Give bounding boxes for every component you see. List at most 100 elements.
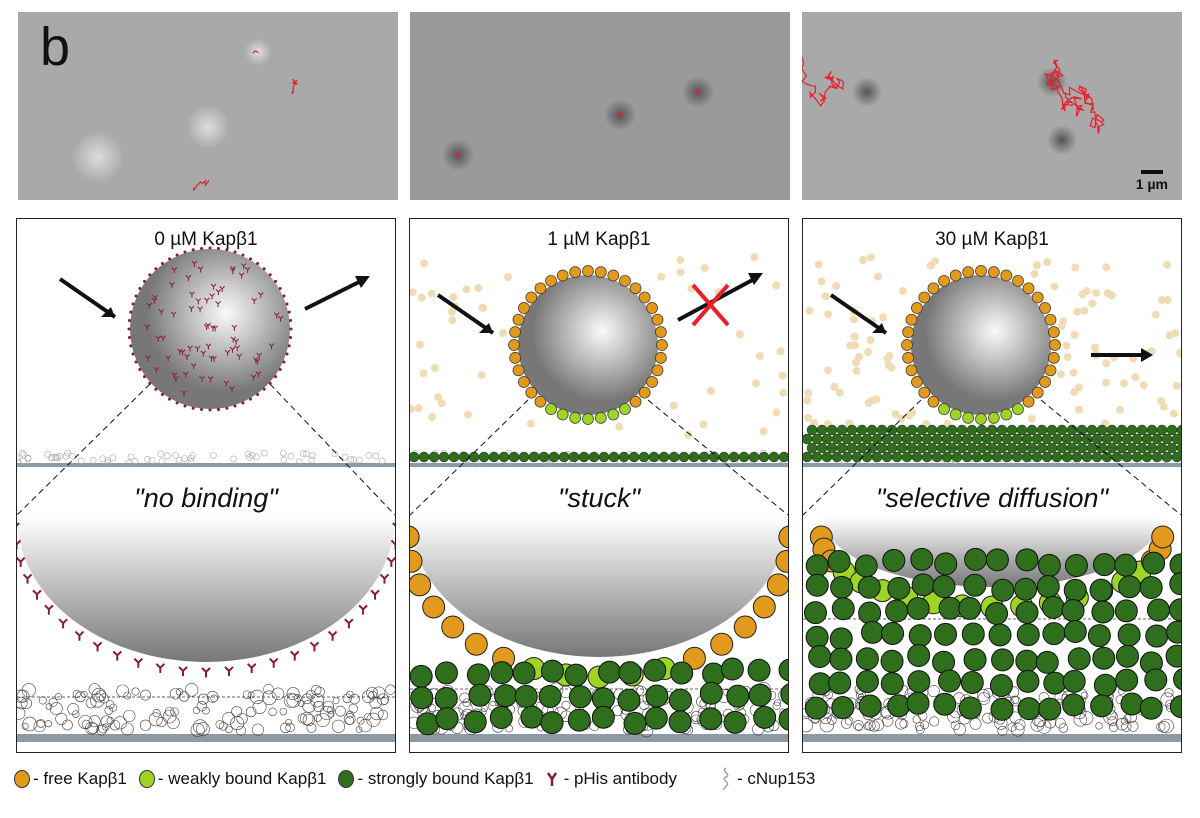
strongly-bound-kapb1 xyxy=(435,707,459,731)
strongly-bound-kapb1 xyxy=(1091,433,1103,445)
free-kapb1 xyxy=(629,282,642,295)
ph-antibody xyxy=(165,355,171,362)
strongly-bound-kapb1 xyxy=(1091,600,1115,624)
cnup153 xyxy=(262,690,277,705)
ph-antibody xyxy=(209,293,215,300)
panel-title: 0 µM Kapβ1 xyxy=(154,229,258,250)
cnup153 xyxy=(152,709,161,718)
cnup153 xyxy=(840,717,853,729)
free-kapb1 xyxy=(872,395,881,404)
ph-antibody xyxy=(142,375,146,379)
cnup153 xyxy=(311,684,322,696)
strongly-bound-kapb1 xyxy=(489,706,513,730)
free-kapb1 xyxy=(1116,405,1125,414)
strongly-bound-kapb1 xyxy=(1031,433,1043,445)
ph-antibody xyxy=(197,306,203,313)
free-kapb1 xyxy=(1139,381,1148,390)
strongly-bound-kapb1 xyxy=(1015,649,1039,673)
cnup153 xyxy=(175,688,184,696)
free-kapb1 xyxy=(594,412,607,424)
cnup153 xyxy=(356,716,365,725)
ph-antibody xyxy=(131,302,135,306)
ph-antibody xyxy=(168,257,171,261)
ph-antibody xyxy=(131,352,135,356)
strongly-bound-kapb1 xyxy=(698,451,710,463)
ph-antibody xyxy=(212,325,218,332)
ph-antibody xyxy=(155,335,162,342)
strongly-bound-kapb1 xyxy=(1011,451,1023,463)
strongly-bound-kapb1 xyxy=(1081,451,1093,463)
free-kapb1 xyxy=(776,347,785,356)
cnup153 xyxy=(969,717,982,730)
cnup153 xyxy=(372,452,380,460)
strongly-bound-kapb1 xyxy=(804,696,828,720)
bead xyxy=(72,131,124,183)
strong-kap-icon xyxy=(338,770,355,788)
strongly-bound-kapb1 xyxy=(598,451,610,463)
cnup153 xyxy=(335,705,346,717)
cnup153 xyxy=(1095,722,1103,730)
cnup153 xyxy=(88,715,101,728)
strongly-bound-kapb1 xyxy=(938,669,962,693)
ph-antibody xyxy=(177,348,183,355)
cnup153 xyxy=(157,450,165,458)
arrow-head xyxy=(479,323,493,333)
cnup153 xyxy=(1107,716,1118,727)
cnup153 xyxy=(123,691,132,700)
cnup153 xyxy=(48,454,55,461)
particle-track xyxy=(252,50,259,54)
strongly-bound-kapb1 xyxy=(996,424,1008,436)
strongly-bound-kapb1 xyxy=(1001,451,1013,463)
cnup153 xyxy=(236,713,248,725)
ph-antibody xyxy=(255,371,262,378)
strongly-bound-kapb1 xyxy=(1056,424,1068,436)
strongly-bound-kapb1 xyxy=(876,442,888,454)
cnup153 xyxy=(88,683,101,696)
strongly-bound-kapb1 xyxy=(941,433,953,445)
strongly-bound-kapb1 xyxy=(1015,548,1039,572)
strongly-bound-kapb1 xyxy=(861,451,873,463)
strongly-bound-kapb1 xyxy=(1120,692,1144,716)
panel-caption: "stuck" xyxy=(557,483,641,513)
free-kapb1 xyxy=(569,412,582,424)
bead-sphere xyxy=(911,275,1051,415)
free-kapb1 xyxy=(823,366,832,375)
bead-closeup xyxy=(17,517,395,662)
free-kapb1 xyxy=(699,420,708,429)
cnup153 xyxy=(249,452,256,459)
strongly-bound-kapb1 xyxy=(808,645,832,669)
ph-antibody xyxy=(17,556,26,567)
free-kapb1 xyxy=(987,266,1000,278)
ph-antibody xyxy=(285,302,289,306)
strongly-bound-kapb1 xyxy=(623,711,647,735)
strongly-bound-kapb1 xyxy=(438,451,450,463)
cnup153 xyxy=(131,457,139,465)
strongly-bound-kapb1 xyxy=(645,684,669,708)
cnup153 xyxy=(17,706,26,720)
free-kapb1 xyxy=(1043,257,1052,266)
ph-antibody xyxy=(201,667,211,678)
free-kapb1 xyxy=(655,326,667,339)
cnup153 xyxy=(81,719,91,729)
strongly-bound-kapb1 xyxy=(805,625,829,649)
free-kapb1 xyxy=(852,367,861,376)
free-kapb1 xyxy=(851,341,860,350)
ph-antibody xyxy=(203,297,210,304)
ph-antibody xyxy=(257,292,264,299)
strongly-bound-kapb1 xyxy=(956,424,968,436)
ph-antibody xyxy=(250,374,257,381)
cnup153 xyxy=(20,451,28,459)
free-kapb1 xyxy=(804,389,813,398)
strongly-bound-kapb1 xyxy=(1021,451,1033,463)
free-kapb1 xyxy=(657,272,666,281)
free-kapb1 xyxy=(908,408,917,417)
cnup153 xyxy=(196,722,210,736)
cnup153 xyxy=(819,717,835,733)
ph-antibody xyxy=(129,310,133,314)
strongly-bound-kapb1 xyxy=(956,442,968,454)
cnup153 xyxy=(385,684,395,695)
strongly-bound-kapb1 xyxy=(1169,598,1181,622)
cnup153-icon xyxy=(722,767,729,791)
ph-antibody xyxy=(146,302,153,309)
cnup153 xyxy=(306,722,317,733)
